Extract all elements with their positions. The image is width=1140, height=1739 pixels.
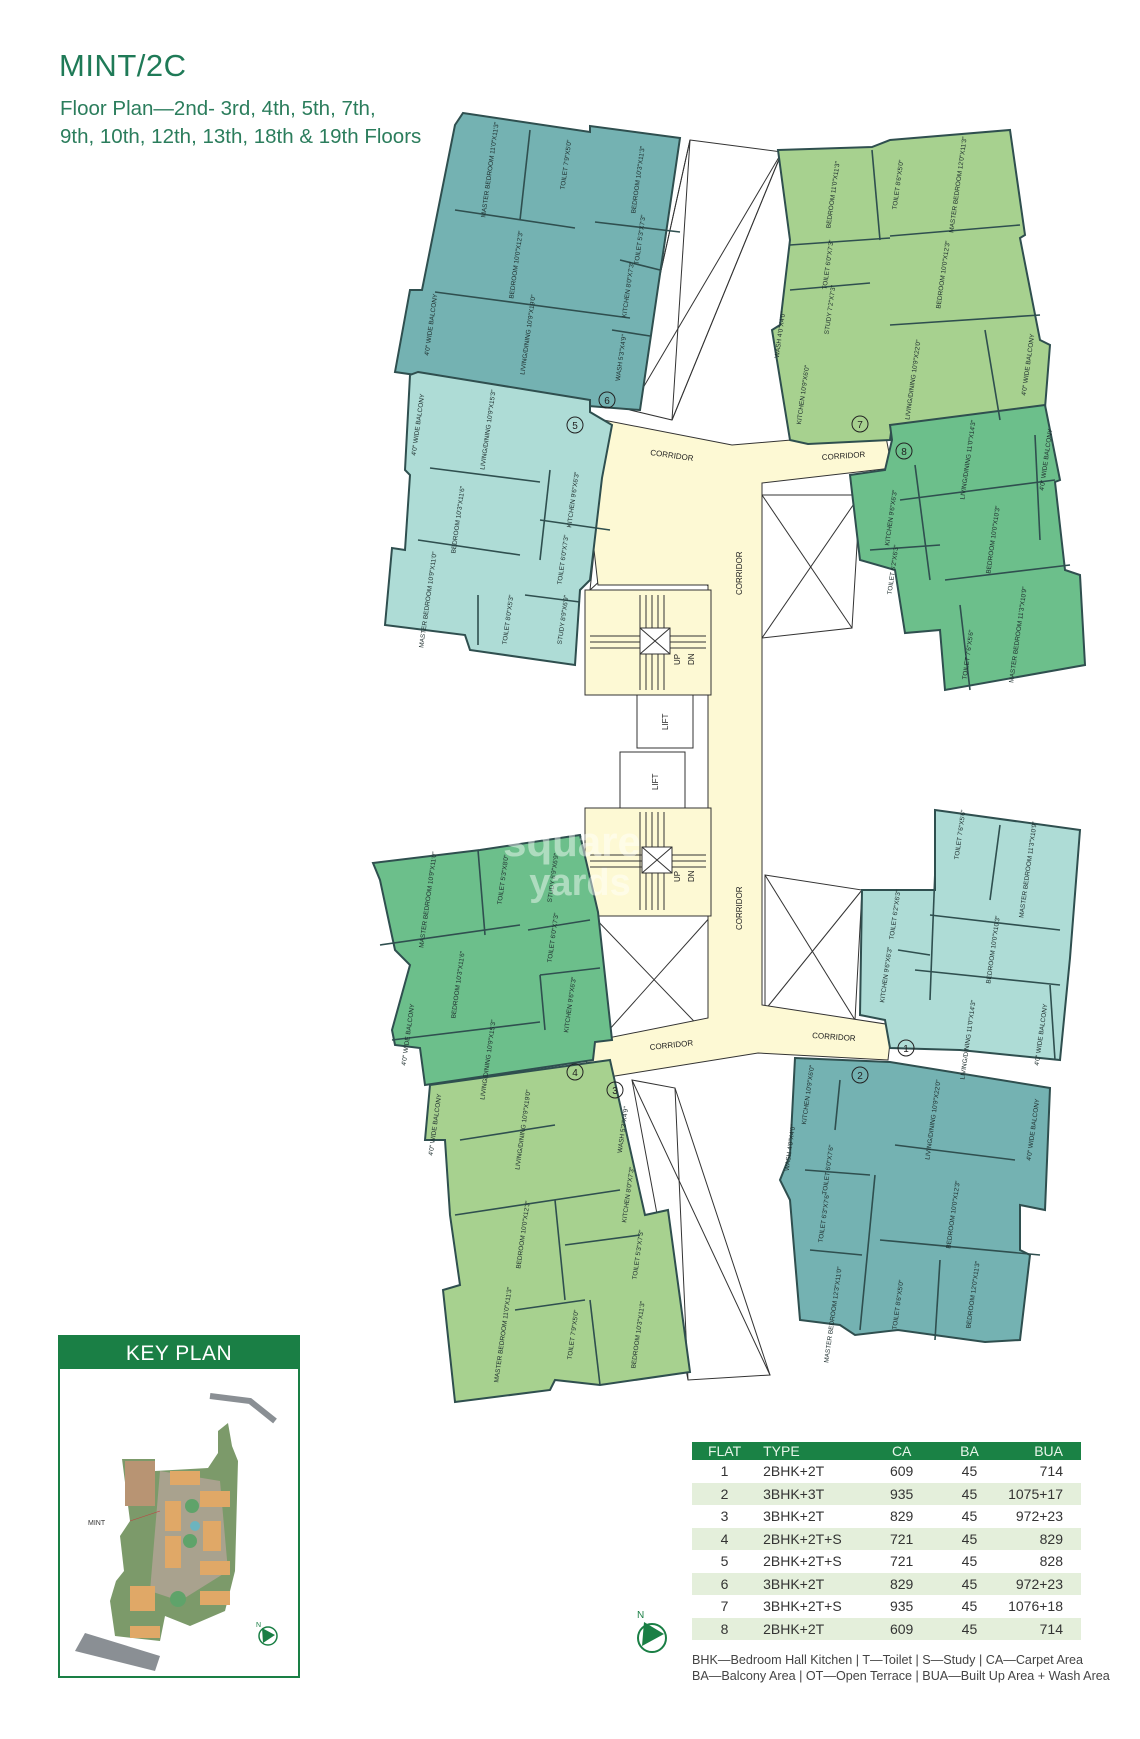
interior-walls — [379, 129, 1071, 1386]
flat-number-7: 7 — [857, 420, 863, 431]
flat-number-8: 8 — [901, 447, 907, 458]
corridor-label: CORRIDOR — [822, 450, 866, 462]
svg-text:yards: yards — [529, 862, 630, 904]
flat-number-1: 1 — [903, 1044, 909, 1055]
column-header-ba: BA — [934, 1442, 1005, 1460]
flat-number-2: 2 — [857, 1071, 863, 1082]
flat-number-4: 4 — [572, 1068, 578, 1079]
flat-number-6: 6 — [604, 396, 610, 407]
stair-up-label: UP — [673, 871, 682, 882]
subtitle-line-1: Floor Plan—2nd- 3rd, 4th, 5th, 7th, — [60, 97, 376, 120]
core-corridor: CORRIDOR CORRIDOR CORRIDOR CORRIDOR CORR… — [582, 416, 893, 1081]
flat-5[interactable] — [383, 370, 614, 667]
key-plan: KEY PLAN MINT N — [58, 1335, 300, 1678]
lift-label: LIFT — [651, 773, 660, 790]
lift-label: LIFT — [661, 713, 670, 730]
column-header-flat: FLAT — [692, 1442, 758, 1460]
key-plan-north-label: N — [256, 1622, 261, 1629]
legend-line-2: BA—Balcony Area | OT—Open Terrace | BUA—… — [692, 1669, 1110, 1683]
north-compass-icon: N — [637, 1610, 667, 1653]
flat-number-3: 3 — [612, 1086, 618, 1097]
site-map: MINT N — [75, 1393, 278, 1671]
column-header-ca: CA — [868, 1442, 935, 1460]
corridor-label: CORRIDOR — [735, 551, 744, 595]
flat-4[interactable] — [371, 833, 614, 1087]
corridor-label: CORRIDOR — [812, 1031, 856, 1043]
key-plan-title: KEY PLAN — [60, 1337, 298, 1369]
mint-marker-label: MINT — [88, 1520, 106, 1527]
page-subtitle: Floor Plan—2nd- 3rd, 4th, 5th, 7th, 9th,… — [60, 95, 480, 151]
flat-number-5: 5 — [572, 421, 578, 432]
subtitle-line-2: 9th, 10th, 12th, 13th, 18th & 19th Floor… — [60, 125, 422, 148]
stair-dn-label: DN — [687, 870, 696, 882]
corridor-label: CORRIDOR — [735, 886, 744, 930]
page-title: MINT/2C — [59, 48, 187, 83]
flat-8[interactable] — [848, 403, 1087, 692]
svg-text:N: N — [637, 1610, 644, 1621]
table-header-row: FLAT TYPE CA BA BUA — [692, 1442, 1081, 1460]
stair-up-label: UP — [673, 654, 682, 665]
watermark: square yards — [503, 818, 641, 904]
abbreviation-legend: BHK—Bedroom Hall Kitchen | T—Toilet | S—… — [692, 1652, 1110, 1684]
stair-dn-label: DN — [687, 653, 696, 665]
svg-text:square: square — [503, 818, 641, 865]
legend-line-1: BHK—Bedroom Hall Kitchen | T—Toilet | S—… — [692, 1653, 1084, 1667]
column-header-type: TYPE — [757, 1442, 869, 1460]
flat-2[interactable] — [778, 1056, 1052, 1344]
column-header-bua: BUA — [1004, 1442, 1081, 1460]
flat-1[interactable] — [858, 808, 1082, 1062]
